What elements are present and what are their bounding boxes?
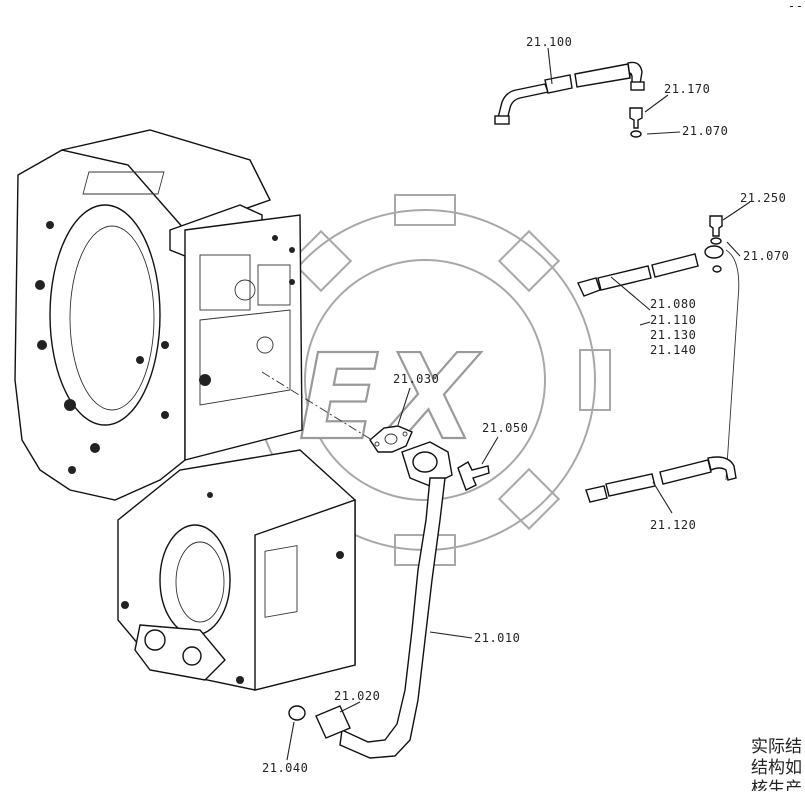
note-line-2: 结构如 (751, 758, 802, 778)
housing-bore-inner (69, 225, 155, 411)
pump-port-2 (182, 646, 202, 666)
hose-21-080 (577, 245, 724, 297)
housing-right-detail (199, 254, 291, 406)
label-21-050: 21.050 (482, 421, 528, 435)
label-21-040: 21.040 (262, 761, 308, 775)
hose-21-100 (494, 61, 645, 125)
corner-mark: -- (788, 0, 803, 13)
label-21-120: 21.120 (650, 518, 696, 532)
label-21-010: 21.010 (474, 631, 520, 645)
assembly-centerline (261, 371, 373, 441)
oring-21-040 (288, 705, 306, 721)
housing-main-bore (49, 204, 161, 426)
note-line-1: 实际结 (751, 737, 802, 757)
callout-labels: 21.100 21.170 21.070 21.250 21.070 21.08… (262, 35, 789, 775)
hose-21-120 (585, 456, 737, 503)
bracket-21-070 (725, 249, 740, 481)
bolt-21-250 (709, 215, 723, 237)
fitting-21-170 (629, 107, 643, 129)
label-21-020: 21.020 (334, 689, 380, 703)
housing-lower-bore (159, 524, 231, 636)
label-21-170: 21.170 (664, 82, 710, 96)
label-21-100: 21.100 (526, 35, 572, 49)
label-21-110: 21.110 (650, 313, 696, 327)
housing-bolt-holes (35, 221, 344, 684)
housing-lower-bore-inner (175, 541, 225, 623)
housing-right-face (184, 214, 303, 461)
pipe-21-010 (339, 441, 453, 759)
housing-lower-front (254, 499, 356, 691)
washer-21-070-mid (710, 237, 722, 245)
seal-21-020 (315, 705, 351, 739)
leader-lines (286, 47, 751, 761)
housing-top-window (82, 171, 165, 195)
label-21-250: 21.250 (740, 191, 786, 205)
label-21-080: 21.080 (650, 297, 696, 311)
label-21-070-b: 21.070 (743, 249, 789, 263)
label-21-130: 21.130 (650, 328, 696, 342)
label-21-070-a: 21.070 (682, 124, 728, 138)
housing-plate (264, 545, 298, 618)
note-line-3: 核生产 (751, 779, 802, 791)
pump-port (144, 629, 166, 651)
label-21-140: 21.140 (650, 343, 696, 357)
gasket-21-030 (369, 425, 413, 453)
bolt-21-050 (457, 461, 490, 491)
washer-21-070-top (630, 130, 642, 138)
transmission-housing (14, 129, 356, 691)
corner-note: 实际结 结构如 核生产 (751, 737, 802, 795)
housing-top (61, 129, 271, 231)
label-21-030: 21.030 (393, 372, 439, 386)
